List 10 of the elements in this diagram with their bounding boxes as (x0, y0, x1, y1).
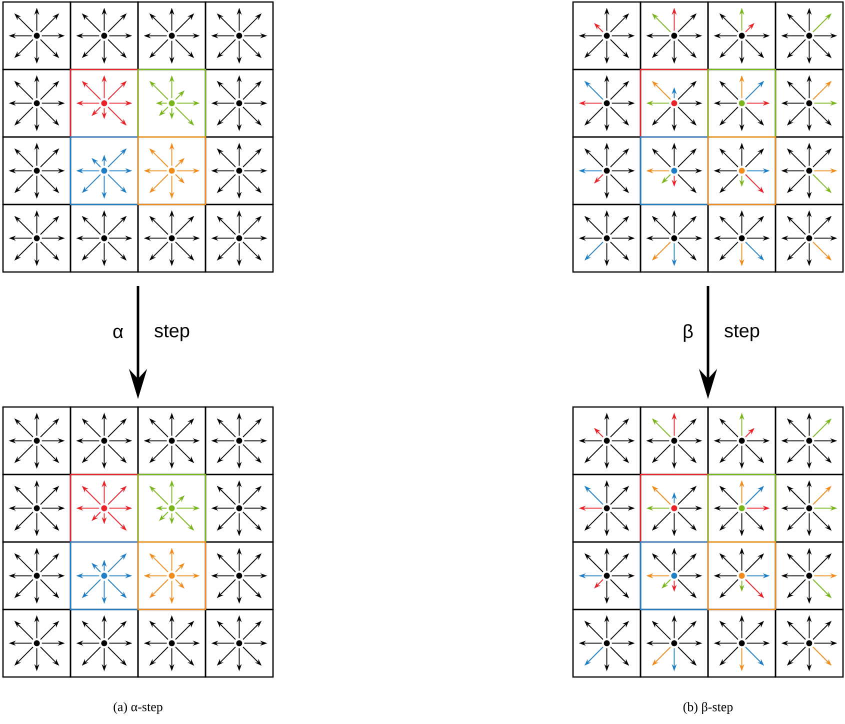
grid-drawing (2, 1, 274, 273)
grid-drawing (572, 406, 844, 678)
arrow-label: α (113, 328, 123, 338)
subfigure-label: (a) α-step (114, 702, 162, 714)
arrow-label: step (154, 324, 190, 342)
grid-drawing (572, 1, 844, 273)
arrow-label: step (724, 324, 760, 342)
arrow-label: β (684, 324, 693, 342)
grid-drawing (2, 406, 274, 678)
subfigure-label: (b) β-step (683, 702, 733, 714)
